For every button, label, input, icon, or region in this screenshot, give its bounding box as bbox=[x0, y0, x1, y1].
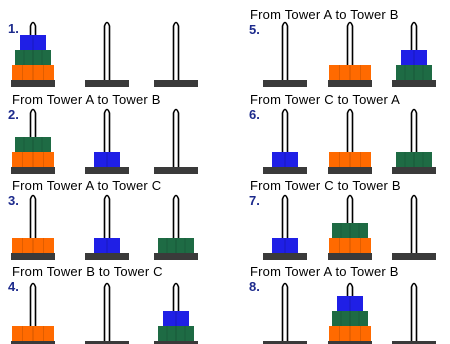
move-caption: From Tower A to Tower B bbox=[250, 264, 399, 279]
tower-base bbox=[154, 341, 198, 344]
small-disk bbox=[163, 311, 189, 326]
step-number: 5. bbox=[249, 22, 260, 37]
small-disk bbox=[401, 50, 427, 65]
tower-rod bbox=[172, 108, 180, 167]
tower-base bbox=[154, 253, 198, 260]
move-caption: From Tower A to Tower B bbox=[250, 7, 399, 22]
small-disk bbox=[272, 152, 298, 167]
tower-rod bbox=[410, 194, 418, 253]
move-caption: From Tower A to Tower B bbox=[12, 92, 161, 107]
large-disk bbox=[329, 65, 371, 80]
tower-rod bbox=[103, 282, 111, 341]
medium-disk bbox=[396, 152, 432, 167]
medium-disk bbox=[15, 50, 51, 65]
large-disk bbox=[12, 152, 54, 167]
tower-base bbox=[328, 341, 372, 344]
tower-rod bbox=[281, 282, 289, 341]
large-disk bbox=[12, 238, 54, 253]
large-disk bbox=[329, 152, 371, 167]
tower-base bbox=[328, 80, 372, 87]
step-number: 4. bbox=[8, 279, 19, 294]
medium-disk bbox=[158, 326, 194, 341]
tower-base bbox=[392, 167, 436, 174]
step-number: 2. bbox=[8, 107, 19, 122]
medium-disk bbox=[15, 137, 51, 152]
tower-rod bbox=[172, 21, 180, 80]
small-disk bbox=[94, 152, 120, 167]
large-disk bbox=[329, 238, 371, 253]
tower-base bbox=[392, 253, 436, 260]
medium-disk bbox=[158, 238, 194, 253]
tower-rod bbox=[103, 21, 111, 80]
tower-base bbox=[263, 80, 307, 87]
tower-base bbox=[85, 253, 129, 260]
move-caption: From Tower B to Tower C bbox=[12, 264, 163, 279]
move-caption: From Tower A to Tower C bbox=[12, 178, 162, 193]
tower-base bbox=[263, 341, 307, 344]
small-disk bbox=[94, 238, 120, 253]
step-number: 8. bbox=[249, 279, 260, 294]
tower-base bbox=[11, 80, 55, 87]
large-disk bbox=[12, 326, 54, 341]
tower-base bbox=[328, 253, 372, 260]
medium-disk bbox=[396, 65, 432, 80]
large-disk bbox=[329, 326, 371, 341]
step-number: 6. bbox=[249, 107, 260, 122]
small-disk bbox=[272, 238, 298, 253]
tower-base bbox=[328, 167, 372, 174]
tower-base bbox=[263, 253, 307, 260]
tower-base bbox=[154, 80, 198, 87]
tower-base bbox=[392, 341, 436, 344]
tower-rod bbox=[281, 21, 289, 80]
tower-base bbox=[85, 341, 129, 344]
medium-disk bbox=[332, 223, 368, 238]
tower-base bbox=[392, 80, 436, 87]
tower-base bbox=[11, 253, 55, 260]
tower-rod bbox=[410, 282, 418, 341]
tower-base bbox=[11, 167, 55, 174]
move-caption: From Tower C to Tower B bbox=[250, 178, 401, 193]
tower-base bbox=[85, 80, 129, 87]
large-disk bbox=[12, 65, 54, 80]
tower-base bbox=[11, 341, 55, 344]
small-disk bbox=[20, 35, 46, 50]
medium-disk bbox=[332, 311, 368, 326]
tower-base bbox=[263, 167, 307, 174]
tower-base bbox=[85, 167, 129, 174]
small-disk bbox=[337, 296, 363, 311]
tower-base bbox=[154, 167, 198, 174]
step-number: 7. bbox=[249, 193, 260, 208]
step-number: 3. bbox=[8, 193, 19, 208]
move-caption: From Tower C to Tower A bbox=[250, 92, 401, 107]
step-number: 1. bbox=[8, 21, 19, 36]
